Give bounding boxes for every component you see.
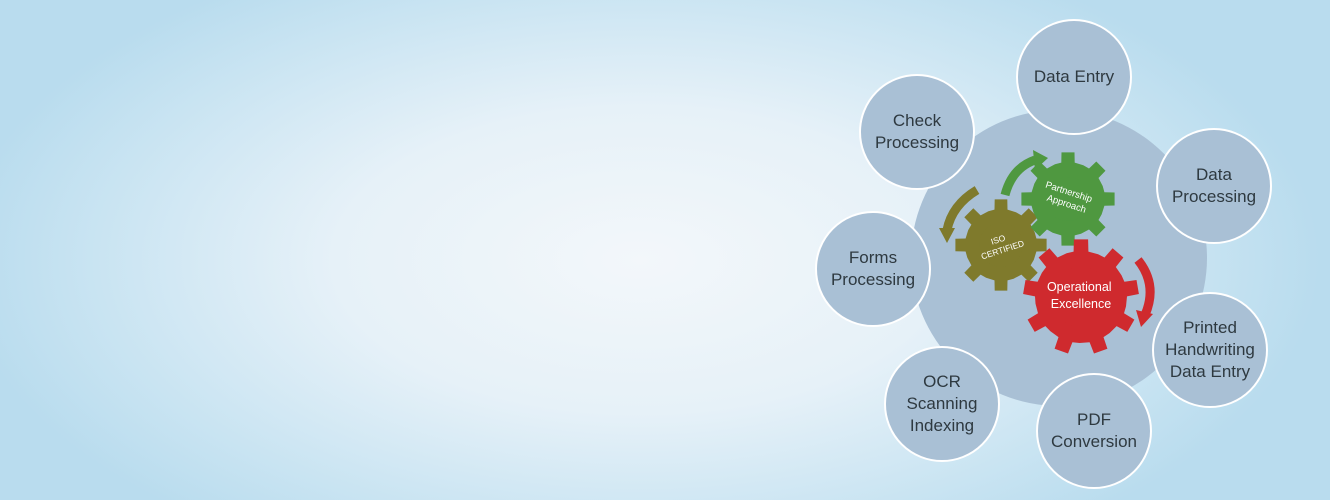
node-printed-handwriting-line-1: Printed bbox=[1183, 318, 1237, 337]
node-forms-processing-line-2: Processing bbox=[830, 270, 916, 289]
arrow-partnership-icon bbox=[1000, 155, 1037, 197]
arrow-operational-head-icon bbox=[1136, 310, 1153, 327]
node-forms-processing-line-1: Forms bbox=[848, 248, 898, 267]
node-pdf-conversion-line-1: PDF bbox=[1077, 410, 1111, 429]
node-ocr-scanning: OCR Scanning Indexing bbox=[884, 346, 1000, 462]
gear-operational-hub bbox=[1051, 267, 1111, 327]
gear-iso-line-1: ISO bbox=[990, 233, 1007, 247]
node-printed-handwriting: Printed Handwriting Data Entry bbox=[1152, 292, 1268, 408]
gear-operational-line-2: Excellence bbox=[1051, 297, 1111, 311]
node-ocr-scanning-line-1: OCR bbox=[923, 372, 961, 391]
node-data-entry-line-1: Data Entry bbox=[1033, 67, 1115, 86]
node-data-entry: Data Entry bbox=[1016, 19, 1132, 135]
node-check-processing-line-2: Processing bbox=[874, 133, 960, 152]
svg-text:Operational Excellence: Operational Excellence bbox=[1047, 280, 1115, 311]
node-ocr-scanning-line-2: Scanning bbox=[906, 394, 978, 413]
node-printed-handwriting-line-2: Handwriting bbox=[1165, 340, 1255, 359]
node-data-processing-line-2: Processing bbox=[1171, 187, 1257, 206]
gear-operational-line-1: Operational bbox=[1047, 280, 1112, 294]
gear-iso-hub bbox=[979, 223, 1023, 267]
arrow-iso-head-icon bbox=[939, 228, 955, 243]
arrow-operational-icon bbox=[1134, 257, 1155, 317]
node-ocr-scanning-line-3: Indexing bbox=[909, 416, 975, 435]
node-data-processing-line-1: Data bbox=[1196, 165, 1232, 184]
arrow-iso-icon bbox=[942, 186, 980, 232]
node-forms-processing: Forms Processing bbox=[815, 211, 931, 327]
node-data-processing: Data Processing bbox=[1156, 128, 1272, 244]
node-pdf-conversion-line-2: Conversion bbox=[1051, 432, 1137, 451]
node-check-processing-line-1: Check bbox=[892, 111, 942, 130]
node-check-processing: Check Processing bbox=[859, 74, 975, 190]
node-pdf-conversion: PDF Conversion bbox=[1036, 373, 1152, 489]
node-printed-handwriting-line-3: Data Entry bbox=[1169, 362, 1251, 381]
gear-partnership-hub bbox=[1046, 177, 1090, 221]
